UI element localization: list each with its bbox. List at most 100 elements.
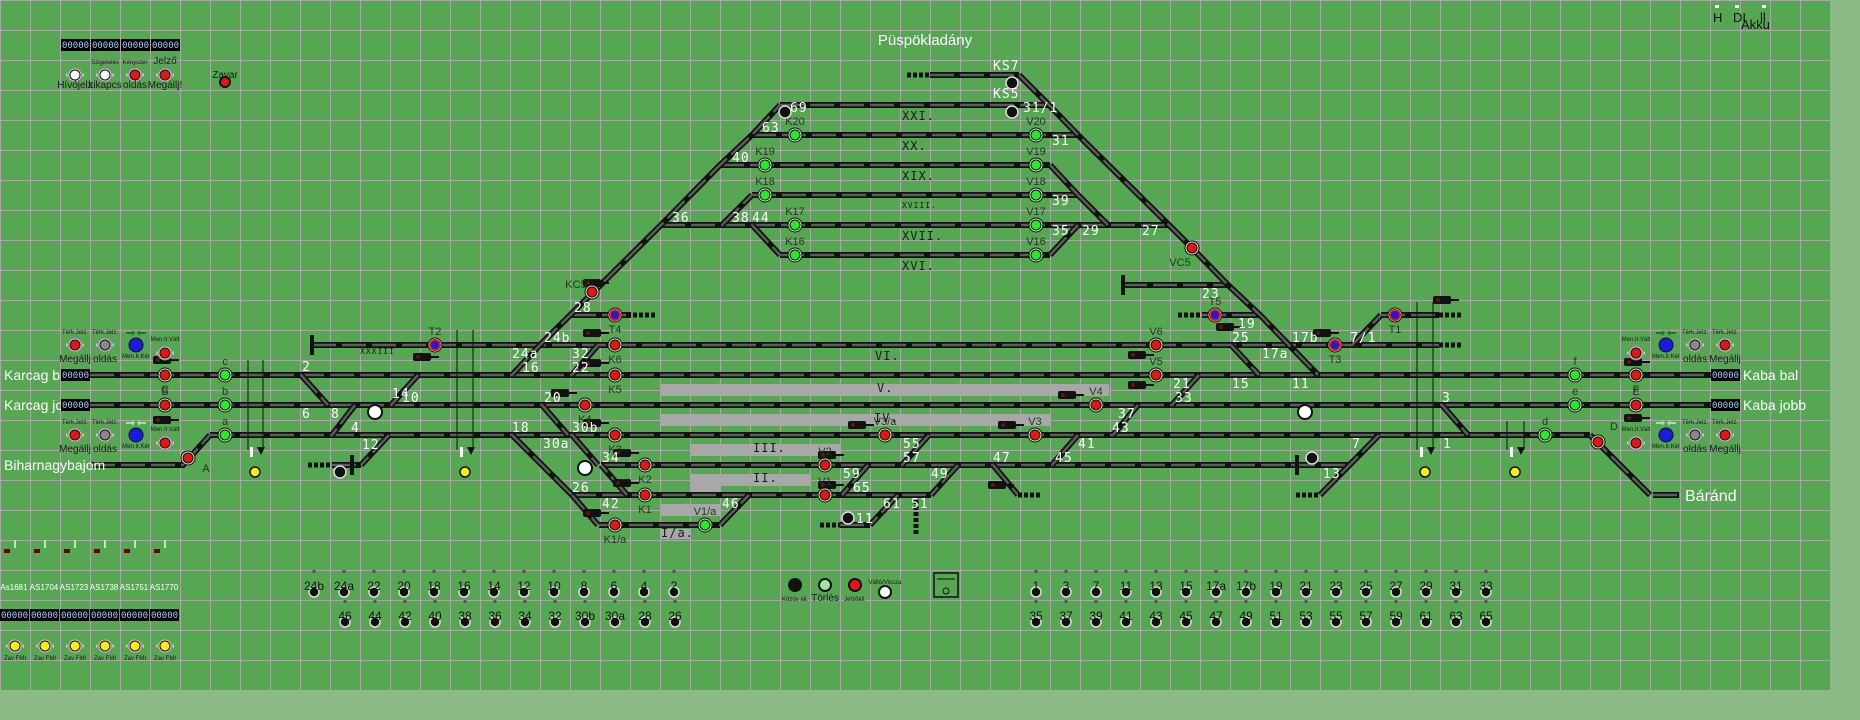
switch-button[interactable]: 40: [428, 600, 442, 628]
track-segment[interactable]: [928, 462, 961, 498]
turnout-label[interactable]: 49: [931, 467, 949, 482]
switch-button[interactable]: 3: [1060, 570, 1072, 598]
men-ir-ker-button[interactable]: [128, 427, 144, 443]
turnout-label[interactable]: 35: [1052, 224, 1070, 239]
signal-v2[interactable]: V2: [817, 446, 833, 473]
track-segment[interactable]: [1317, 432, 1382, 498]
top-panel-button[interactable]: [96, 67, 114, 83]
turnout-label[interactable]: KS5: [993, 87, 1019, 102]
track-segment[interactable]: [509, 342, 543, 378]
switch-button[interactable]: 10: [547, 570, 561, 598]
switch-button[interactable]: 25: [1359, 570, 1373, 598]
switch-button[interactable]: 38: [458, 600, 472, 628]
track-segment[interactable]: [298, 372, 331, 408]
signal-v4[interactable]: V4: [1088, 386, 1104, 413]
switch-button[interactable]: 12: [517, 570, 531, 598]
turnout-label[interactable]: 34: [602, 451, 620, 466]
top-panel-button[interactable]: [126, 67, 144, 83]
track-segment[interactable]: [1228, 342, 1262, 378]
track-segment[interactable]: [749, 222, 783, 258]
switch-button[interactable]: 17b: [1236, 570, 1256, 598]
track-segment[interactable]: [1047, 162, 1081, 198]
signal-v5[interactable]: V5: [1148, 356, 1164, 383]
switch-button[interactable]: 45: [1179, 600, 1193, 628]
men-ir-valt-button[interactable]: [156, 345, 174, 361]
zav-fmi-button[interactable]: [66, 638, 84, 654]
turnout-label[interactable]: 11: [856, 512, 874, 527]
switch-button[interactable]: 32: [548, 600, 562, 628]
turnout-label[interactable]: 6: [302, 407, 311, 422]
turnout-label[interactable]: 38: [732, 211, 750, 226]
terk-jelz-megallj-button[interactable]: [1716, 427, 1734, 443]
turnout-label[interactable]: 7/1: [1350, 331, 1376, 346]
switch-button[interactable]: 19: [1269, 570, 1283, 598]
switch-button[interactable]: 57: [1359, 600, 1373, 628]
switch-button[interactable]: 17a: [1206, 570, 1226, 598]
signal-a[interactable]: A: [180, 450, 210, 475]
turnout-label[interactable]: 61: [883, 497, 901, 512]
zav-fmi-button[interactable]: [156, 638, 174, 654]
switch-button[interactable]: 42: [398, 600, 412, 628]
switch-button[interactable]: 49: [1239, 600, 1253, 628]
men-ir-valt-button[interactable]: [1627, 435, 1645, 451]
signal-v1-a[interactable]: V1/a: [694, 506, 718, 533]
turnout-label[interactable]: 7: [1352, 437, 1361, 452]
shunt-signal-white[interactable]: [367, 404, 383, 420]
signal-k17[interactable]: K17: [785, 206, 805, 233]
panel-box-icon[interactable]: [933, 572, 959, 598]
signal-b[interactable]: b: [217, 386, 233, 413]
signal-k3[interactable]: K3: [607, 427, 623, 456]
key-lock-indicator[interactable]: [333, 465, 347, 479]
signal-vc5[interactable]: VC5: [1169, 240, 1200, 269]
switch-button[interactable]: 4: [638, 570, 650, 598]
zav-fmi-button[interactable]: [6, 638, 24, 654]
signal-v20[interactable]: V20: [1026, 116, 1046, 143]
switch-button[interactable]: 59: [1389, 600, 1403, 628]
signal-k4[interactable]: K4: [577, 397, 593, 426]
turnout-label[interactable]: 31/1: [1023, 101, 1058, 116]
switch-button[interactable]: 53: [1299, 600, 1313, 628]
switch-button[interactable]: 21: [1299, 570, 1313, 598]
switch-button[interactable]: 24b: [304, 570, 324, 598]
track-segment[interactable]: [867, 492, 901, 528]
turnout-label[interactable]: 18: [512, 421, 530, 436]
switch-button[interactable]: 43: [1149, 600, 1163, 628]
switch-button[interactable]: 23: [1329, 570, 1343, 598]
signal-stop-button[interactable]: Jelzőáll.: [844, 578, 866, 603]
signal-v19[interactable]: V19: [1026, 146, 1046, 173]
turnout-label[interactable]: 29: [1082, 224, 1100, 239]
turnout-label[interactable]: 57: [903, 451, 921, 466]
turnout-label[interactable]: 30a: [543, 437, 569, 452]
signal-b[interactable]: B: [157, 386, 173, 413]
track-segment[interactable]: [1439, 403, 1471, 437]
signal-v16[interactable]: V16: [1026, 236, 1046, 263]
zav-fmi-button[interactable]: [126, 638, 144, 654]
switch-button[interactable]: 47: [1209, 600, 1223, 628]
top-panel-button[interactable]: [156, 67, 174, 83]
switch-button[interactable]: 28: [638, 600, 652, 628]
turnout-label[interactable]: 32: [572, 347, 590, 362]
track-segment[interactable]: [1049, 433, 1081, 467]
switch-button[interactable]: 2: [668, 570, 680, 598]
track-segment[interactable]: [358, 432, 392, 468]
men-ir-valt-button[interactable]: [1627, 345, 1645, 361]
track-segment[interactable]: [1047, 222, 1081, 258]
terk-jelz-megallj-button[interactable]: [66, 337, 84, 353]
turnout-label[interactable]: 27: [1142, 224, 1160, 239]
signal-v3-a[interactable]: V3/a: [874, 416, 898, 443]
turnout-label[interactable]: 42: [602, 497, 620, 512]
switch-button[interactable]: 65: [1479, 600, 1493, 628]
track-segment[interactable]: [329, 403, 358, 437]
terk-oldas-button[interactable]: [1686, 337, 1704, 353]
signal-a[interactable]: a: [217, 416, 233, 443]
terk-oldas-button[interactable]: [96, 427, 114, 443]
turnout-label[interactable]: 55: [903, 437, 921, 452]
signal-v6[interactable]: V6: [1148, 326, 1164, 353]
switch-button[interactable]: 37: [1059, 600, 1073, 628]
signal-e[interactable]: E: [1628, 386, 1644, 413]
turnout-label[interactable]: 24b: [544, 331, 570, 346]
turnout-label[interactable]: 28: [574, 301, 592, 316]
switch-button[interactable]: 26: [668, 600, 682, 628]
key-lock-indicator[interactable]: [1005, 76, 1019, 90]
switch-button[interactable]: 29: [1419, 570, 1433, 598]
